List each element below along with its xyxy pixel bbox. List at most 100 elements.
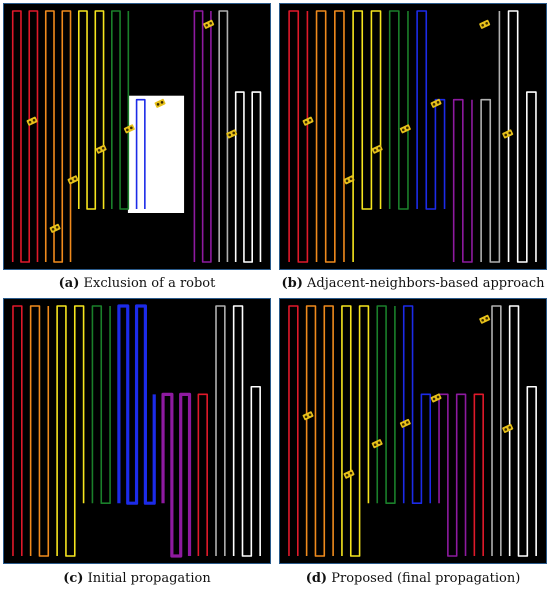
robot-body [502,423,514,433]
strip-path [56,305,85,557]
robot-icon [154,98,166,108]
robot-wheel [481,318,484,322]
robot-wheel [373,443,377,446]
strip-path [91,305,111,504]
robot-icon [343,469,355,479]
robot-body [123,124,135,134]
strip-path [161,392,192,558]
robot-wheel [156,103,160,106]
strip-9 [234,91,262,263]
coverage-map-c [3,298,271,564]
map-border [3,3,271,270]
robot-icon [502,423,514,433]
robot-body [343,175,355,185]
robot-wheel [508,131,512,135]
strip-6 [452,98,473,263]
robot-wheel [485,316,488,320]
map-background [279,3,547,270]
robot-icon [226,129,238,139]
panel-c [3,298,271,564]
robot-wheel [232,131,236,135]
strip-path [193,10,212,263]
strip-path [507,10,537,263]
strip-path [111,10,130,210]
robot-icon [95,144,107,154]
robot-body [67,175,79,185]
robot-wheel [377,441,381,444]
strip-path [232,305,261,557]
robot-wheel [51,228,55,231]
caption-a-letter: (a) [58,276,80,291]
strip-7 [193,10,212,263]
robot-wheel [130,126,133,130]
strip-path [402,305,432,504]
strip-path [438,393,467,557]
robot-icon [430,393,442,403]
strip-7 [480,11,501,263]
robot-wheel [97,148,101,152]
robot-icon [343,175,355,185]
robot-wheel [504,428,508,431]
robot-body [430,98,442,108]
strip-path [473,393,484,556]
strip-4 [376,305,396,504]
strip-7 [197,393,208,556]
strip-path [288,305,299,556]
strip-4 [111,10,130,210]
panel-d [279,298,547,564]
robot-body [399,418,411,428]
strip-path [480,11,501,263]
robot-icon [371,144,383,154]
strip-1 [12,305,23,556]
robot-icon [399,418,411,428]
strip-path [234,91,262,263]
robot-body [203,19,215,29]
robot-icon [371,439,383,449]
coverage-map-a [3,3,271,270]
robot-wheel [308,413,312,417]
robot-wheel [345,473,349,477]
map-border [3,298,271,564]
robot-wheel [308,118,312,122]
strip-path [44,10,72,263]
robot-icon [302,116,314,126]
robot-body [479,314,491,324]
robot-icon [67,175,79,185]
robot-body [430,393,442,403]
panel-b [279,3,547,270]
strip-3 [352,10,382,262]
strip-path [376,305,396,504]
strip-2 [305,305,334,557]
robot-body [49,223,61,233]
robot-body [502,129,514,139]
robot-wheel [377,146,381,150]
strip-path [77,10,105,210]
caption-d-letter: (d) [305,571,328,586]
strip-path [215,305,226,556]
robot-wheel [402,128,405,132]
caption-b-letter: (b) [281,276,303,291]
strip-1 [288,10,309,263]
strip-3 [56,305,85,557]
strip-2 [44,10,72,263]
strip-path [352,10,382,262]
strip-5 [416,10,446,210]
robot-wheel [205,24,208,27]
strip-1 [288,305,299,556]
map-border [279,3,547,270]
strip-path [288,10,309,263]
robot-body [226,129,238,139]
strip-path [452,98,473,263]
coverage-map-b [279,3,547,270]
strip-8 [215,305,226,556]
strip-path [508,305,537,557]
strip-path [341,305,370,557]
robot-icon [123,124,135,134]
caption-c-letter: (c) [63,571,84,586]
robot-body [479,19,491,29]
strip-2 [315,10,345,263]
strip-path [197,393,208,556]
robot-body [26,116,38,126]
strip-9 [508,305,537,557]
strip-8 [491,305,502,556]
